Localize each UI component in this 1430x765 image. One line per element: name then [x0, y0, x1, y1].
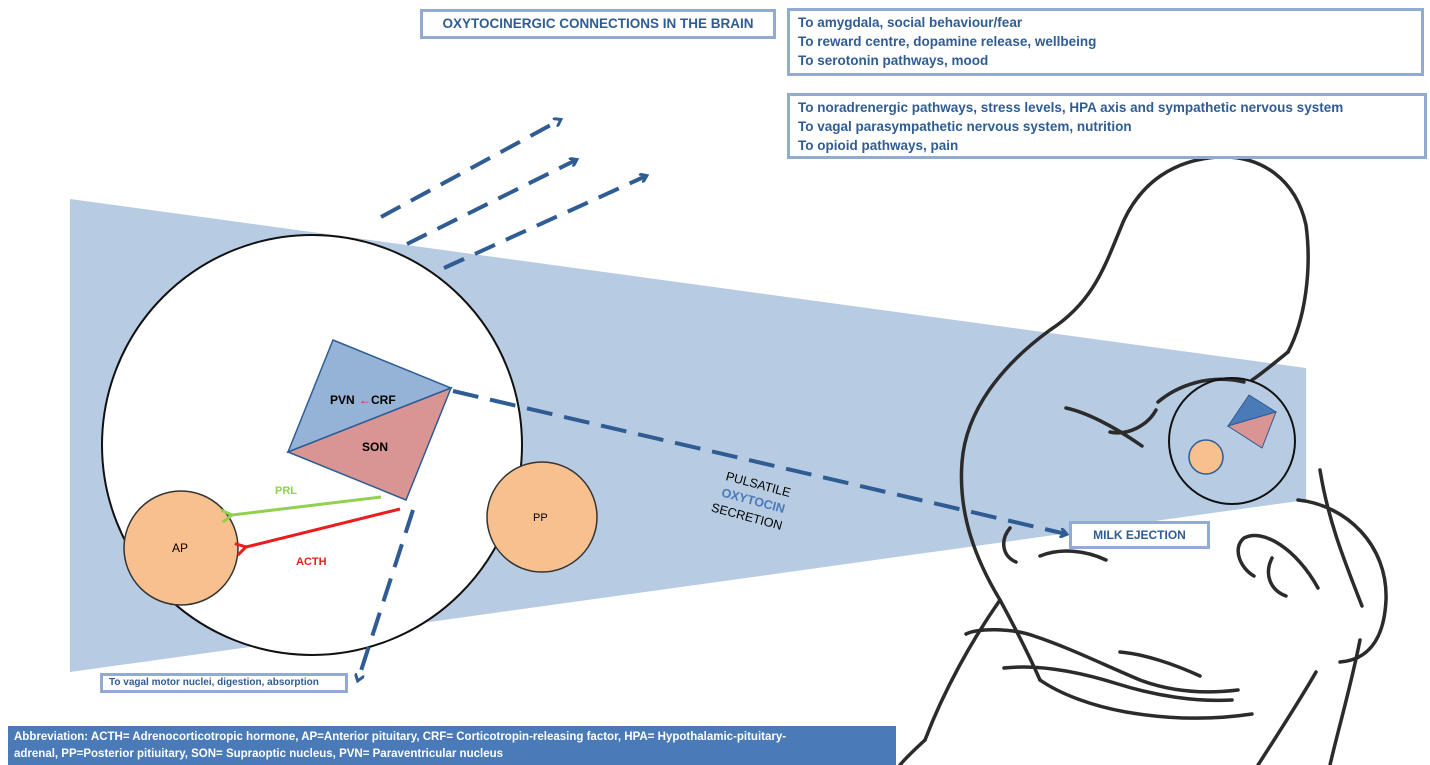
ap-label: AP	[172, 541, 188, 555]
connection-item: To serotonin pathways, mood	[798, 53, 989, 68]
inset-son	[1226, 411, 1277, 449]
mother-baby-illustration	[898, 155, 1388, 765]
connection-item: To amygdala, social behaviour/fear	[798, 15, 1023, 30]
pvn-label: PVN	[330, 393, 355, 407]
milk-dashed-arrow	[452, 389, 1066, 534]
inset-ap	[1188, 439, 1224, 475]
crf-arrow-glyph: ←	[359, 393, 371, 407]
connection-item: To noradrenergic pathways, stress levels…	[798, 100, 1344, 115]
upward-dashed-arrows	[380, 120, 646, 270]
abbreviation-line-1: Abbreviation: ACTH= Adrenocorticotropic …	[14, 731, 787, 743]
milk-ejection-box: MILK EJECTION	[1069, 521, 1210, 549]
pp-label: PP	[533, 512, 548, 524]
inset-circle	[1168, 377, 1296, 505]
son-region	[285, 386, 453, 501]
crf-label: CRF	[371, 393, 396, 407]
abbreviation-line-2: adrenal, PP=Posterior pitiuitary, SON= S…	[14, 748, 504, 760]
connections-box-top: To amygdala, social behaviour/fear To re…	[787, 8, 1424, 76]
pp-circle	[486, 461, 598, 573]
acth-label: ACTH	[296, 556, 327, 568]
son-label: SON	[362, 440, 388, 454]
connections-box-mid: To noradrenergic pathways, stress levels…	[787, 93, 1427, 159]
hypothalamus-square	[285, 339, 454, 501]
connection-item: To vagal parasympathetic nervous system,…	[798, 119, 1132, 134]
prl-label: PRL	[275, 485, 297, 497]
connection-item: To opioid pathways, pain	[798, 138, 959, 153]
diagram-title: OXYTOCINERGIC CONNECTIONS IN THE BRAIN	[420, 9, 776, 39]
vagal-dashed-arrow	[358, 509, 415, 680]
connection-item: To reward centre, dopamine release, well…	[798, 34, 1097, 49]
vagal-note-box: To vagal motor nuclei, digestion, absorp…	[100, 673, 348, 693]
acth-arrow	[246, 507, 401, 547]
abbreviation-bar: Abbreviation: ACTH= Adrenocorticotropic …	[8, 726, 896, 765]
prl-arrow	[232, 495, 382, 515]
